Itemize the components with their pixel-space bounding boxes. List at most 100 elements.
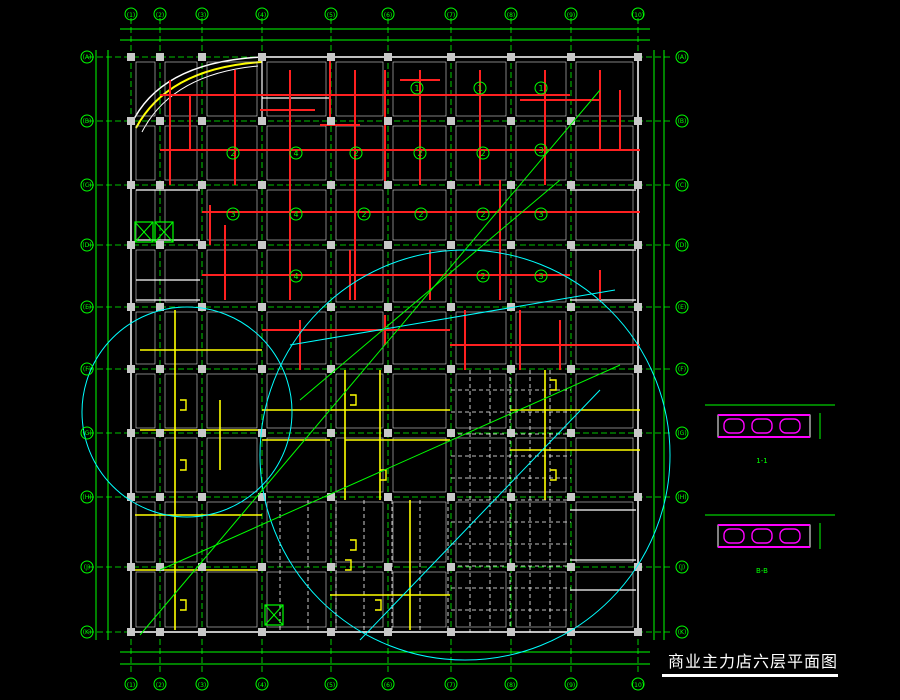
column xyxy=(258,117,266,125)
slab-panel xyxy=(335,437,384,493)
column xyxy=(384,241,392,249)
column xyxy=(156,53,164,61)
column xyxy=(567,53,575,61)
panel-label: 1 xyxy=(414,84,419,93)
column xyxy=(327,117,335,125)
slab-panel xyxy=(515,373,567,429)
axis-bubble-right xyxy=(675,426,689,440)
panel-label-circle xyxy=(476,207,490,221)
panel-label: 4 xyxy=(293,210,298,219)
column xyxy=(327,628,335,636)
axis-bubble-left xyxy=(80,490,94,504)
column xyxy=(384,181,392,189)
panel-label: 4 xyxy=(293,272,298,281)
red-beams xyxy=(160,60,640,370)
axis-bubble-top xyxy=(564,7,578,21)
slab-panel xyxy=(335,311,384,365)
section-void xyxy=(751,528,773,544)
column xyxy=(156,365,164,373)
slab-panel xyxy=(164,189,198,241)
slab-panel xyxy=(575,125,634,181)
panel-label-circle xyxy=(349,146,363,160)
axis-bubble-right xyxy=(675,625,689,639)
slab-panel xyxy=(164,61,198,117)
panel-label: 3 xyxy=(538,272,543,281)
axis-bubble-right xyxy=(675,178,689,192)
slab-panel xyxy=(515,501,567,563)
axis-bubble-bottom xyxy=(444,677,458,691)
column xyxy=(258,53,266,61)
curved-edge-inner xyxy=(141,65,259,133)
column xyxy=(258,365,266,373)
yellow-bracket xyxy=(180,599,187,611)
axis-label-left: (G) xyxy=(82,430,91,437)
column xyxy=(447,628,455,636)
column xyxy=(127,303,135,311)
column xyxy=(384,117,392,125)
slab-panel xyxy=(206,501,258,563)
panel-label: 1 xyxy=(477,84,482,93)
axis-bubble-bottom xyxy=(504,677,518,691)
axis-label-left: (A) xyxy=(83,54,92,61)
axis-label-top: (9) xyxy=(567,12,576,19)
axis-bubble-top xyxy=(444,7,458,21)
axis-bubble-bottom xyxy=(324,677,338,691)
column xyxy=(156,181,164,189)
slab-panel xyxy=(575,249,634,303)
slab-panel xyxy=(575,61,634,117)
column xyxy=(447,117,455,125)
yellow-bracket xyxy=(345,559,352,571)
slab-panel xyxy=(455,373,507,429)
column xyxy=(156,241,164,249)
axis-bubble-bottom xyxy=(124,677,138,691)
slab-panel xyxy=(266,373,327,429)
section-void xyxy=(779,528,801,544)
reference-circle-small xyxy=(81,306,293,518)
panel-label: 2 xyxy=(480,272,485,281)
column xyxy=(384,429,392,437)
axis-label-bottom: (2) xyxy=(156,682,165,689)
column xyxy=(447,563,455,571)
axis-bubble-bottom xyxy=(195,677,209,691)
panel-label-circle xyxy=(534,81,548,95)
slab-panel xyxy=(206,189,258,241)
slab-panel xyxy=(335,189,384,241)
axis-bubble-left xyxy=(80,426,94,440)
axis-label-top: (1) xyxy=(127,12,136,19)
axis-bubble-left xyxy=(80,178,94,192)
slab-panel xyxy=(135,311,156,365)
column xyxy=(507,365,515,373)
axis-label-left: (J) xyxy=(84,564,90,571)
axis-bubble-right xyxy=(675,300,689,314)
slab-panel xyxy=(135,373,156,429)
column xyxy=(258,241,266,249)
column xyxy=(567,365,575,373)
column xyxy=(198,241,206,249)
yellow-bracket xyxy=(375,599,382,611)
axis-label-bottom: (9) xyxy=(567,682,576,689)
column xyxy=(384,365,392,373)
column xyxy=(634,303,642,311)
slab-panel xyxy=(515,61,567,117)
column xyxy=(127,493,135,501)
elevator-box xyxy=(134,221,154,243)
column xyxy=(156,493,164,501)
column xyxy=(634,365,642,373)
column xyxy=(384,303,392,311)
panel-label: 2 xyxy=(480,210,485,219)
axis-label-top: (5) xyxy=(327,12,336,19)
axis-bubble-right xyxy=(675,490,689,504)
section-details: 1-1B-B xyxy=(705,404,835,575)
slab-panel xyxy=(392,571,447,628)
column xyxy=(567,181,575,189)
axis-label-top: (8) xyxy=(507,12,516,19)
axis-bubble-left xyxy=(80,50,94,64)
axis-label-top: (4) xyxy=(258,12,267,19)
slab-panel xyxy=(206,373,258,429)
axis-label-right: (A) xyxy=(678,54,687,61)
column xyxy=(567,493,575,501)
section-void xyxy=(751,418,773,434)
column xyxy=(198,53,206,61)
axis-bubble-top xyxy=(631,7,645,21)
column xyxy=(447,493,455,501)
